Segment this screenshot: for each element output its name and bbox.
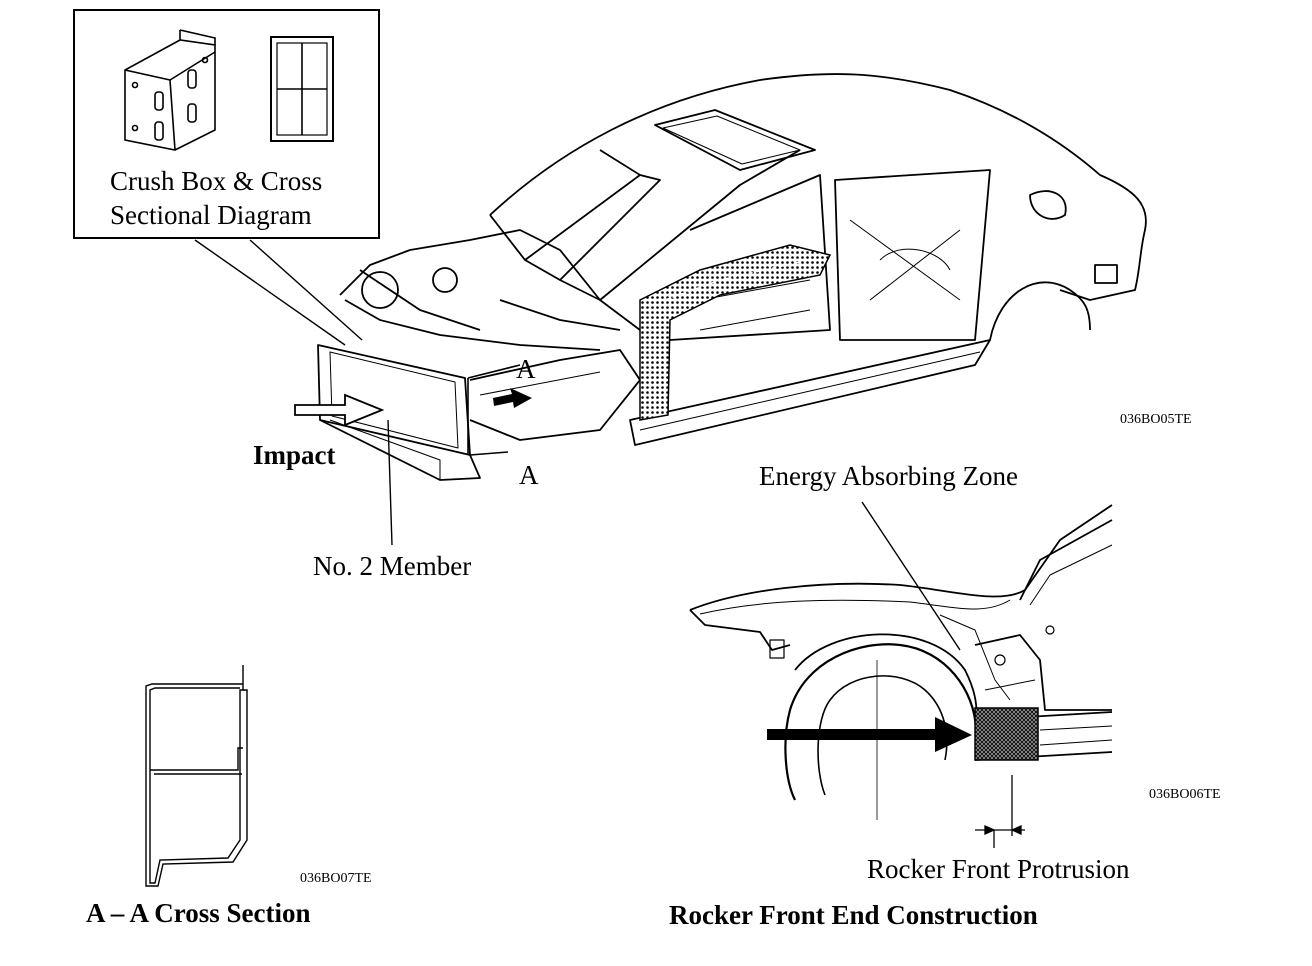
figure-code-rocker: 036BO06TE <box>1149 787 1221 802</box>
energy-zone-leader <box>861 501 961 651</box>
cross-section-title: A – A Cross Section <box>86 898 311 928</box>
section-a-markers <box>467 364 521 456</box>
energy-absorbing-zone-label: Energy Absorbing Zone <box>759 461 1018 491</box>
impact-label: Impact <box>253 440 336 470</box>
energy-path-pillar <box>639 244 832 421</box>
car-body-illustration <box>317 73 1147 481</box>
protrusion-dimension <box>975 775 1025 848</box>
cross-section-grid <box>270 36 334 142</box>
no2-member-label: No. 2 Member <box>313 551 472 581</box>
rocker-front-block <box>974 707 1039 761</box>
load-path-arrow-icon <box>493 388 532 408</box>
inset-caption-line1: Crush Box & Cross <box>110 166 323 196</box>
inset-leader-lines <box>194 239 363 346</box>
figure-code-body: 036BO05TE <box>1120 412 1192 427</box>
section-marker-bottom: A <box>519 460 539 490</box>
figure-code-section: 036BO07TE <box>300 871 372 886</box>
impact-arrow-icon <box>294 393 385 427</box>
no2-member-leader <box>387 419 393 546</box>
rocker-front-protrusion-label: Rocker Front Protrusion <box>867 854 1130 884</box>
inset-caption-line2: Sectional Diagram <box>110 200 312 230</box>
crush-box-inset <box>73 9 380 239</box>
rocker-impact-arrow-icon <box>767 717 972 752</box>
crush-box-sketch <box>124 29 216 151</box>
rocker-front-illustration <box>689 504 1113 820</box>
a-a-section-profile <box>145 665 248 887</box>
section-marker-top: A <box>516 354 536 384</box>
rocker-construction-title: Rocker Front End Construction <box>669 900 1038 930</box>
